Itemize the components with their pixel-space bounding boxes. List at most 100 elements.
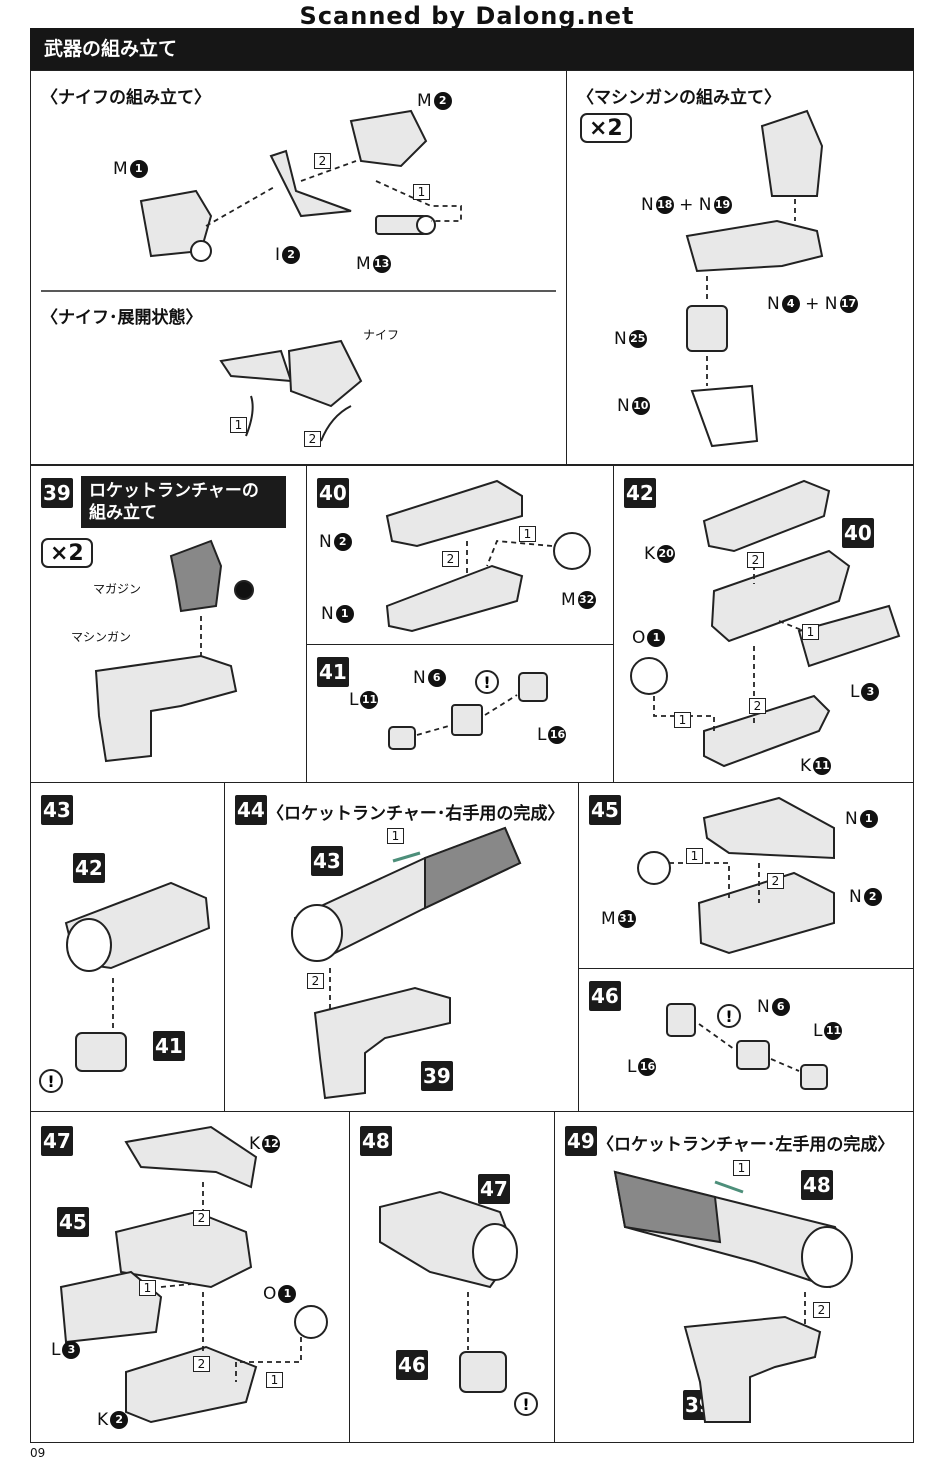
step-48-ref-47: 47 — [478, 1174, 510, 1204]
step-42-number: 42 — [624, 478, 656, 508]
step-49-title: 〈ロケットランチャー･左手用の完成〉 — [597, 1135, 895, 1155]
step-47-ref-45: 45 — [57, 1207, 89, 1237]
step-44-step-1: 1 — [387, 828, 404, 844]
step-41-illustration: ! — [388, 670, 548, 750]
step-49-step-2: 2 — [813, 1302, 830, 1318]
step-47-step-2a: 2 — [193, 1210, 210, 1226]
step-44-title: 〈ロケットランチャー･右手用の完成〉 — [267, 804, 565, 824]
mg-parts-illustration — [685, 109, 824, 448]
step-44-step-2: 2 — [307, 973, 324, 989]
page-number: 09 — [30, 1446, 46, 1460]
step-47-step-1a: 1 — [139, 1280, 156, 1296]
step-40-step-1: 1 — [519, 526, 536, 542]
step-49-step-1: 1 — [733, 1160, 750, 1176]
panel-step-44: 44 〈ロケットランチャー･右手用の完成〉 43 39 1 2 — [224, 782, 579, 1112]
panel-step-48: 48 47 46 ! — [349, 1111, 555, 1443]
section-header: 武器の組み立て — [30, 28, 914, 70]
knife-step-1: 1 — [413, 184, 430, 200]
step-49-number: 49 — [565, 1126, 597, 1156]
step-46-illustration: ! — [666, 1003, 828, 1090]
step-42-step-1b: 1 — [674, 712, 691, 728]
panel-step-39: 39 ロケットランチャーの 組み立て ×2 マガジン マシンガン — [30, 465, 307, 783]
step-40-step-2: 2 — [442, 551, 459, 567]
step-49-illustration — [613, 1170, 853, 1423]
step-44-ref-39: 39 — [421, 1061, 453, 1091]
knife-step-2: 2 — [314, 153, 331, 169]
step-42-illustration — [630, 479, 901, 768]
step-39-title: ロケットランチャーの 組み立て — [81, 476, 286, 528]
step-42-ref-40: 40 — [842, 518, 874, 548]
step-39-illustration — [94, 539, 254, 763]
step-45-step-2: 2 — [767, 873, 784, 889]
step-44-ref-43: 43 — [311, 846, 343, 876]
step-43-ref-41: 41 — [153, 1031, 185, 1061]
panel-step-49: 49 〈ロケットランチャー･左手用の完成〉 48 39 1 2 — [554, 1111, 914, 1443]
step-46-number: 46 — [589, 981, 621, 1011]
svg-text:!: ! — [483, 673, 490, 692]
svg-text:!: ! — [725, 1007, 732, 1026]
step-39-machinegun-label: マシンガン — [71, 630, 132, 644]
step-45-number: 45 — [589, 795, 621, 825]
step-42-step-2a: 2 — [747, 552, 764, 568]
step-43-ref-42: 42 — [73, 853, 105, 883]
knife-open-step-1: 1 — [230, 417, 247, 433]
knife-open-title: 〈ナイフ･展開状態〉 — [41, 308, 203, 328]
svg-text:!: ! — [522, 1395, 529, 1414]
step-47-step-1b: 1 — [266, 1372, 283, 1388]
panel-step-43: 43 42 41 ! — [30, 782, 225, 1112]
step-40-illustration — [385, 479, 591, 633]
step-45-illustration — [637, 796, 835, 955]
step-42-step-2b: 2 — [749, 698, 766, 714]
step-49-ref-48: 48 — [801, 1170, 833, 1200]
step-44-number: 44 — [235, 795, 267, 825]
step-43-number: 43 — [41, 795, 73, 825]
step-41-number: 41 — [317, 657, 349, 687]
step-42-step-1a: 1 — [802, 624, 819, 640]
svg-text:!: ! — [47, 1072, 54, 1091]
mg-multiplier: ×2 — [580, 113, 632, 143]
step-47-step-2b: 2 — [193, 1356, 210, 1372]
mg-title: 〈マシンガンの組み立て〉 — [577, 88, 781, 108]
step-43-illustration: ! — [39, 881, 211, 1093]
knife-open-part-label: ナイフ — [363, 328, 400, 342]
step-44-illustration — [291, 826, 522, 1100]
step-48-ref-46: 46 — [396, 1350, 428, 1380]
step-48-illustration: ! — [379, 1190, 538, 1416]
knife-open-step-2: 2 — [304, 431, 321, 447]
knife-parts-illustration — [41, 109, 556, 442]
step-45-step-1: 1 — [686, 848, 703, 864]
step-47-illustration — [59, 1125, 328, 1424]
knife-title: 〈ナイフの組み立て〉 — [41, 88, 211, 108]
step-39-magazine-label: マガジン — [93, 582, 142, 596]
